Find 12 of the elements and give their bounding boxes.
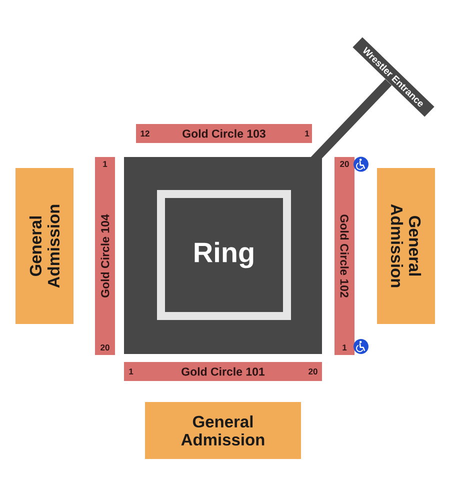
wrestling-ring: Ring xyxy=(157,190,291,320)
seat-number: 20 xyxy=(340,161,349,167)
seating-section: General Admission xyxy=(377,168,435,324)
seating-section: General Admission xyxy=(145,402,301,459)
seat-number: 1 xyxy=(305,130,310,136)
seat-number: 1 xyxy=(103,161,108,167)
seating-section: General Admission xyxy=(16,168,74,324)
seat-number: 20 xyxy=(100,344,110,350)
seat-number: 12 xyxy=(140,130,150,136)
seat-number: 20 xyxy=(308,368,318,374)
seat-number: 1 xyxy=(342,344,347,350)
seat-number: 1 xyxy=(129,368,134,374)
